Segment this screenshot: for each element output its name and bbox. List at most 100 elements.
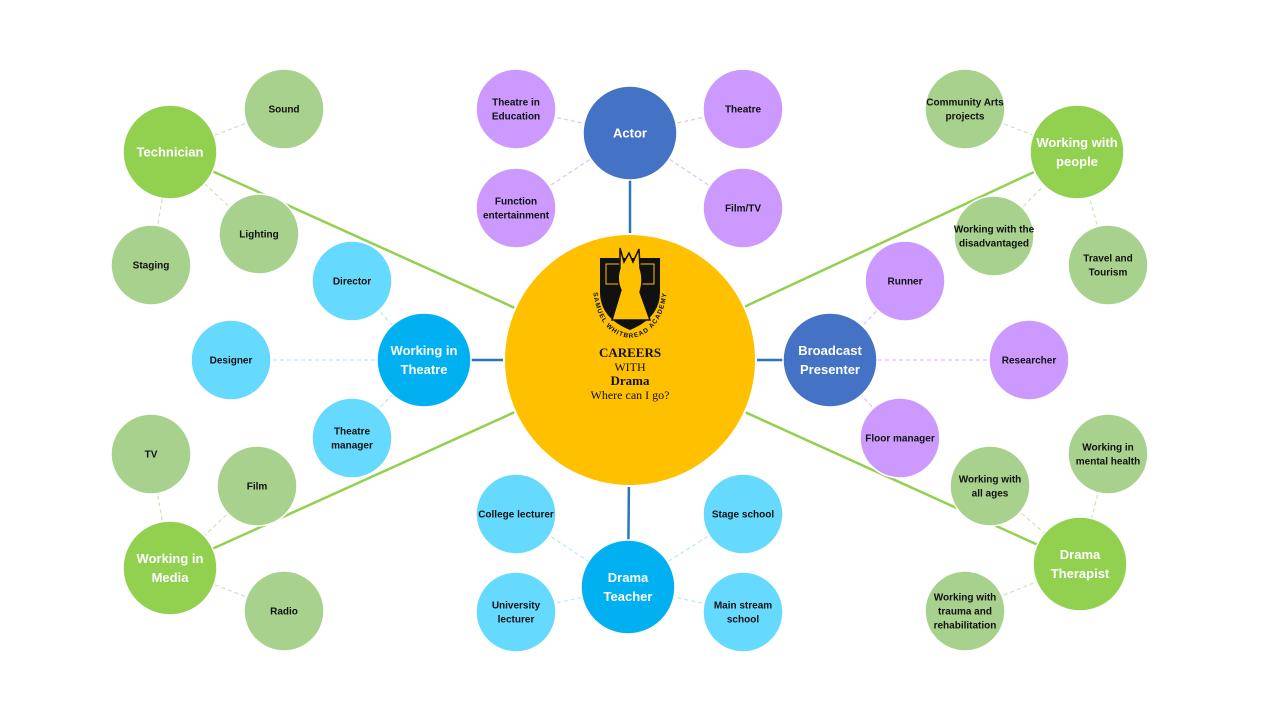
node-label: Media <box>152 570 190 585</box>
career-node-staging[interactable]: Staging <box>110 224 192 306</box>
node-label: Director <box>333 277 371 288</box>
node-circle <box>702 473 784 555</box>
node-circle <box>1067 224 1149 306</box>
node-label: Working with <box>934 593 997 604</box>
career-node-working-with-all-ages[interactable]: Working with all ages <box>949 445 1031 527</box>
node-circle <box>110 413 192 495</box>
career-node-lighting[interactable]: Lighting <box>218 193 300 275</box>
connector-theatre-in-education <box>515 108 631 134</box>
node-label: Theatre <box>334 427 371 438</box>
connector-theatre <box>629 108 744 134</box>
node-label: Teacher <box>604 589 653 604</box>
career-node-main-stream-school[interactable]: Main stream school <box>702 571 784 653</box>
node-circle <box>702 68 784 150</box>
career-node-film-tv[interactable]: Film/TV <box>702 167 784 249</box>
node-circle <box>782 312 878 408</box>
node-circle <box>110 224 192 306</box>
connector-staging <box>150 151 171 266</box>
career-node-sound[interactable]: Sound <box>243 68 325 150</box>
node-label: Main stream <box>714 601 772 612</box>
node-label: Lighting <box>239 230 278 241</box>
node-circle <box>953 195 1035 277</box>
node-circle <box>218 193 300 275</box>
career-node-designer[interactable]: Designer <box>190 319 272 401</box>
node-label: Stage school <box>712 510 774 521</box>
node-circle <box>1029 104 1125 200</box>
node-label: Working with <box>959 475 1022 486</box>
node-label: Tourism <box>1089 268 1128 279</box>
node-circle <box>311 240 393 322</box>
node-label: Theatre in <box>492 98 540 109</box>
career-node-theatre[interactable]: Theatre <box>702 68 784 150</box>
node-label: Floor manager <box>865 434 935 445</box>
node-circle <box>582 85 678 181</box>
career-node-working-with-trauma[interactable]: Working with trauma and rehabilitation <box>924 570 1006 652</box>
node-label: College lecturer <box>478 510 554 521</box>
node-label: mental health <box>1076 457 1140 468</box>
node-label: Broadcast <box>798 343 862 358</box>
node-label: Drama <box>1060 547 1101 562</box>
node-label: Film <box>247 482 268 493</box>
node-label: Drama <box>608 570 649 585</box>
node-label: all ages <box>972 489 1009 500</box>
node-circle <box>924 68 1006 150</box>
node-label: trauma and <box>938 607 992 618</box>
node-label: Working in <box>1082 443 1133 454</box>
node-label: Travel and <box>1083 254 1132 265</box>
node-label: Researcher <box>1002 356 1057 367</box>
node-label: Runner <box>888 277 923 288</box>
node-circle <box>580 539 676 635</box>
center-text-line-2: WITH <box>614 360 646 374</box>
node-circle <box>988 319 1070 401</box>
node-label: Technician <box>137 145 204 160</box>
node-label: projects <box>946 112 985 123</box>
center-text-line-3: Drama <box>611 373 650 388</box>
node-circle <box>475 571 557 653</box>
career-node-working-in-mental-health[interactable]: Working in mental health <box>1067 413 1149 495</box>
career-node-working-with-the-disadvantaged[interactable]: Working with the disadvantaged <box>953 195 1035 277</box>
node-label: school <box>727 615 759 626</box>
node-circle <box>1032 516 1128 612</box>
node-circle <box>243 570 325 652</box>
career-node-radio[interactable]: Radio <box>243 570 325 652</box>
node-circle <box>475 68 557 150</box>
node-label: Radio <box>270 607 298 618</box>
node-circle <box>864 240 946 322</box>
node-circle <box>475 473 557 555</box>
career-node-film[interactable]: Film <box>216 445 298 527</box>
node-label: disadvantaged <box>959 239 1029 250</box>
career-node-function-entertainment[interactable]: Function entertainment <box>475 167 557 249</box>
hub-node-actor[interactable]: Actor <box>582 85 678 181</box>
node-circle <box>859 397 941 479</box>
career-node-researcher[interactable]: Researcher <box>988 319 1070 401</box>
node-label: Working with the <box>954 225 1035 236</box>
node-circle <box>702 571 784 653</box>
node-circle <box>702 167 784 249</box>
hub-node-technician[interactable]: Technician <box>122 104 218 200</box>
node-label: Function <box>495 197 537 208</box>
node-label: Designer <box>210 356 253 367</box>
career-node-tv[interactable]: TV <box>110 413 192 495</box>
deer-icon <box>610 247 652 321</box>
node-label: rehabilitation <box>934 621 997 632</box>
career-node-stage-school[interactable]: Stage school <box>702 473 784 555</box>
node-label: entertainment <box>483 211 550 222</box>
career-node-director[interactable]: Director <box>311 240 393 322</box>
career-node-floor-manager[interactable]: Floor manager <box>859 397 941 479</box>
career-node-college-lecturer[interactable]: College lecturer <box>475 473 557 555</box>
career-node-runner[interactable]: Runner <box>864 240 946 322</box>
node-label: University <box>492 601 541 612</box>
node-label: Actor <box>613 126 647 141</box>
